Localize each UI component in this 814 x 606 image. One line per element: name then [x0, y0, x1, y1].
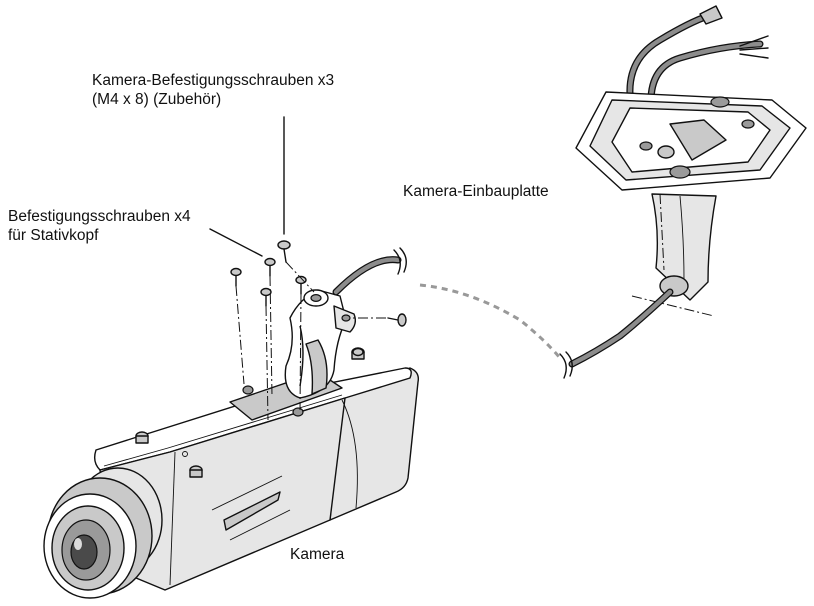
- screw-icon: [387, 313, 407, 327]
- mount-plate-icon: [559, 5, 807, 379]
- screw-icon: [277, 240, 291, 263]
- screw-icon: [295, 275, 307, 295]
- label-tripod-screws: Befestigungsschrauben x4 für Stativkopf: [8, 207, 191, 245]
- screw-icon: [260, 287, 272, 307]
- leader-tripod-screws: [209, 228, 263, 257]
- screws: [230, 240, 407, 327]
- leader-lines: [209, 116, 285, 257]
- alignment-lines: [235, 261, 386, 421]
- lens: [43, 467, 163, 599]
- camera-icon: [43, 289, 420, 599]
- label-camera-screws: Kamera-Befestigungsschrauben x3 (M4 x 8)…: [92, 71, 334, 109]
- cable-icon: [332, 247, 562, 359]
- label-camera-screws-line2: (M4 x 8) (Zubehör): [92, 91, 222, 108]
- screw-icon: [264, 257, 276, 277]
- label-tripod-screws-line1: Befestigungsschrauben x4: [8, 208, 191, 225]
- label-camera: Kamera: [290, 546, 345, 563]
- vent-slot: [223, 491, 281, 531]
- label-camera-screws-line1: Kamera-Befestigungsschrauben x3: [92, 72, 335, 89]
- screw-icon: [230, 267, 242, 287]
- label-tripod-screws-line2: für Stativkopf: [8, 227, 99, 244]
- label-mount-plate: Kamera-Einbauplatte: [403, 183, 549, 200]
